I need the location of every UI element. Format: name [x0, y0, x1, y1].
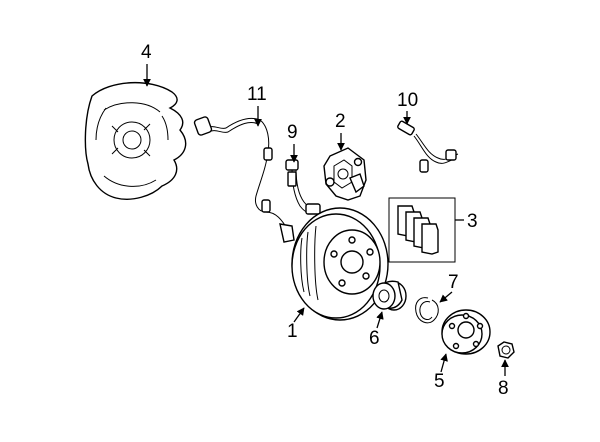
axle-nut — [497, 341, 515, 359]
brake-rotor — [291, 207, 389, 321]
brake-pad-set — [388, 197, 456, 263]
snap-ring — [415, 297, 439, 324]
caliper — [323, 147, 367, 201]
callout-5: 5 — [434, 371, 445, 392]
leader-7 — [439, 291, 453, 303]
callout-6: 6 — [369, 328, 380, 349]
callout-7: 7 — [448, 272, 459, 293]
wear-sensor — [397, 120, 459, 173]
wheel-hub — [441, 309, 491, 355]
leader-6 — [376, 311, 384, 329]
callout-8: 8 — [498, 378, 509, 399]
callout-1: 1 — [287, 321, 298, 342]
backing-plate — [84, 82, 187, 200]
brake-hose — [285, 159, 321, 215]
callout-9: 9 — [287, 122, 298, 143]
callout-11: 11 — [247, 84, 267, 105]
callout-10: 10 — [397, 90, 418, 111]
callout-2: 2 — [335, 111, 346, 132]
leader-1 — [293, 307, 305, 323]
callout-3: 3 — [467, 211, 478, 232]
wheel-bearing — [372, 280, 407, 311]
callout-4: 4 — [141, 42, 152, 63]
abs-sensor-wire — [193, 116, 295, 243]
pad-set-box — [388, 197, 456, 263]
leader-5 — [440, 353, 448, 373]
